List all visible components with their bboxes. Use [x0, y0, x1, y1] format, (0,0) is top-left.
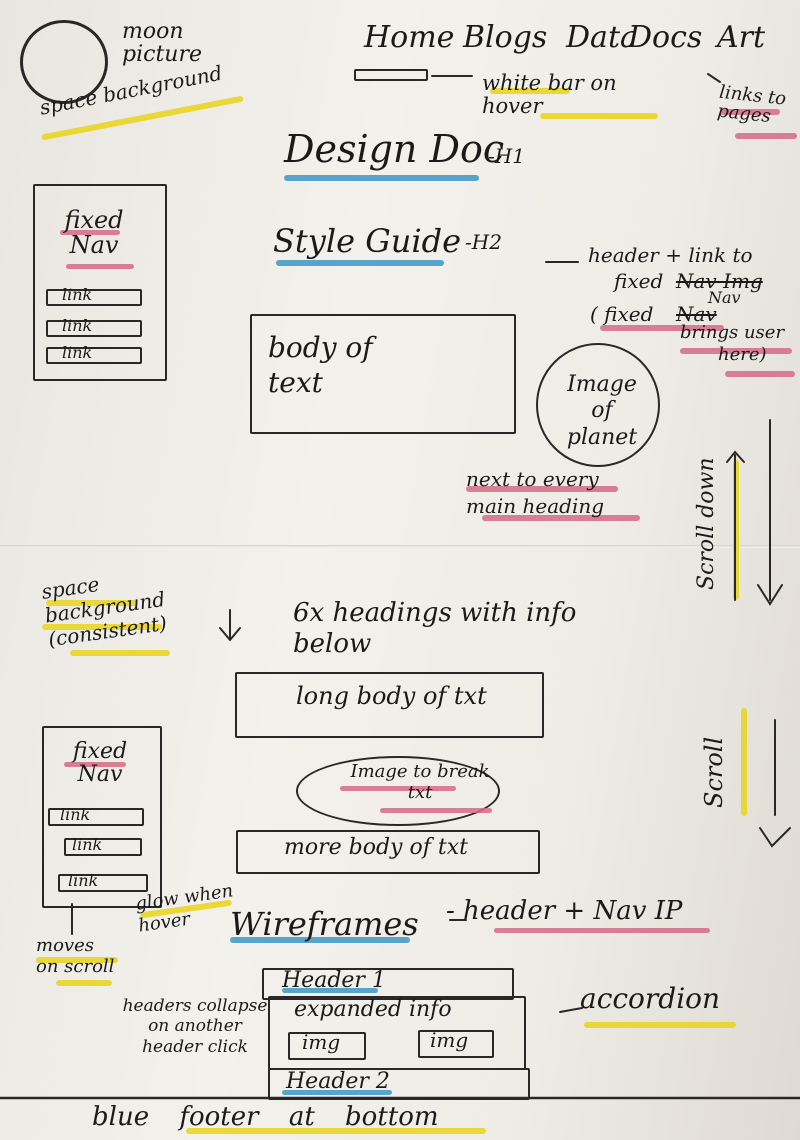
header-note-brings: brings user: [680, 322, 785, 343]
paper-fold: [0, 545, 800, 548]
nav-link-2b: [64, 838, 142, 856]
image-break-label: Image to break txt: [350, 761, 490, 803]
nav-item-data: Data: [566, 20, 638, 55]
header-note-here: here): [718, 344, 767, 365]
nav-item-docs: Docs: [628, 20, 703, 55]
highlight-next-to-every: [466, 486, 618, 492]
nav-link-1b-label: link: [62, 316, 93, 335]
highlight-consistent: [70, 650, 170, 656]
highlight-on-hover: [540, 113, 658, 119]
highlight-white-bar: [490, 88, 570, 94]
header-note-fixed: fixed: [614, 269, 664, 293]
highlight-fixed-1: [60, 230, 120, 235]
accordion-header-2-label: Header 2: [286, 1069, 390, 1094]
accordion-img-2-label: img: [430, 1028, 469, 1052]
fixed-nav-sketch-1: [33, 184, 167, 381]
nav-link-2b-label: link: [72, 835, 103, 854]
scroll-down-label: Scroll down: [694, 457, 719, 590]
highlight-wireframes: [230, 937, 410, 943]
header-note-fixed-open: ( fixed: [590, 302, 654, 326]
nav-link-1b: [46, 320, 142, 337]
style-guide-heading: Style Guide: [273, 222, 462, 260]
highlight-brings-user: [680, 348, 792, 354]
hover-bar-sketch: [354, 69, 428, 81]
accordion-note: accordion: [580, 982, 721, 1015]
highlight-header-1: [282, 988, 378, 993]
moves-on-scroll-note: moves on scroll: [36, 935, 115, 977]
planet-label: Image of planet: [566, 372, 638, 450]
highlight-scroll-note: [56, 980, 112, 986]
planet-note: next to every main heading: [466, 467, 605, 518]
headings-note: 6x headings with info below: [293, 598, 577, 660]
nav-link-2c: [58, 874, 148, 892]
long-body-box: [235, 672, 544, 738]
header-note-nav-struck: Nav: [676, 302, 717, 326]
accordion-expanded-label: expanded info: [294, 997, 452, 1022]
wireframes-note: - header + Nav IP: [446, 896, 683, 926]
highlight-here: [725, 371, 795, 377]
space-background-consistent: space background (consistent): [40, 571, 169, 652]
fixed-nav-label-2: fixed Nav: [72, 739, 128, 788]
highlight-break: [380, 808, 492, 813]
highlight-scroll-right: [741, 708, 747, 816]
highlight-image-to: [340, 786, 456, 791]
nav-link-2a: [48, 808, 144, 826]
highlight-moves-on: [36, 957, 118, 963]
footer-note: blue footer at bottom: [92, 1102, 439, 1132]
accordion-header-1: [262, 968, 514, 1000]
long-body-label: long body of txt: [296, 682, 487, 710]
highlight-space: [46, 600, 138, 606]
highlight-header-2: [282, 1090, 392, 1095]
design-doc-title: Design Doc: [284, 127, 505, 171]
header-note-struck: Nav Img: [676, 269, 763, 293]
nav-link-1c-label: link: [62, 343, 93, 362]
nav-item-home: Home: [364, 20, 455, 55]
highlight-header-nav: [494, 928, 710, 933]
wireframes-heading: Wireframes: [230, 905, 419, 943]
highlight-footer: [186, 1128, 486, 1134]
collapse-note: headers collapse on another header click: [122, 996, 268, 1057]
highlight-design-doc: [284, 175, 479, 181]
nav-item-art: Art: [717, 20, 766, 55]
style-guide-tag: -H2: [465, 230, 502, 254]
moon-picture-label: moon picture: [122, 19, 202, 68]
header-note-nav: Nav: [708, 288, 741, 307]
nav-item-blogs: Blogs: [463, 20, 548, 55]
nav-link-1c: [46, 347, 142, 364]
accordion-header-1-label: Header 1: [282, 968, 386, 993]
highlight-nav-1: [66, 264, 134, 269]
more-body-box: [236, 830, 540, 874]
body-text-box: [250, 314, 516, 434]
highlight-links: [720, 109, 780, 115]
highlight-fixed-2: [64, 762, 126, 767]
accordion-img-2: [418, 1030, 494, 1058]
image-break-ellipse: [296, 756, 500, 826]
highlight-accordion: [584, 1022, 736, 1028]
body-text-label: body of text: [268, 331, 373, 399]
highlight-main-heading: [482, 515, 640, 521]
highlight-scroll-down: [733, 460, 739, 600]
highlight-to-pages: [735, 133, 797, 139]
fixed-nav-sketch-2: [42, 726, 162, 908]
white-bar-note: white bar on hover: [482, 71, 617, 119]
header-note-line1: header + link to: [588, 243, 753, 267]
nav-link-2a-label: link: [60, 805, 91, 824]
scroll-label: Scroll: [700, 736, 728, 808]
moon-picture-circle: [20, 20, 108, 104]
links-to-pages-note: links to pages: [716, 81, 788, 128]
design-doc-tag: -H1: [488, 144, 525, 168]
nav-link-1a: [46, 289, 142, 306]
planet-circle: [536, 343, 660, 467]
highlight-style-guide: [276, 260, 444, 266]
nav-link-1a-label: link: [62, 285, 93, 304]
highlight-background: [42, 624, 162, 630]
accordion-img-1: [288, 1032, 366, 1060]
nav-link-2c-label: link: [68, 871, 99, 890]
highlight-fixed-nav-note: [600, 325, 724, 331]
more-body-label: more body of txt: [284, 835, 468, 860]
fixed-nav-label-1: fixed Nav: [64, 206, 124, 260]
accordion-img-1-label: img: [302, 1030, 341, 1054]
